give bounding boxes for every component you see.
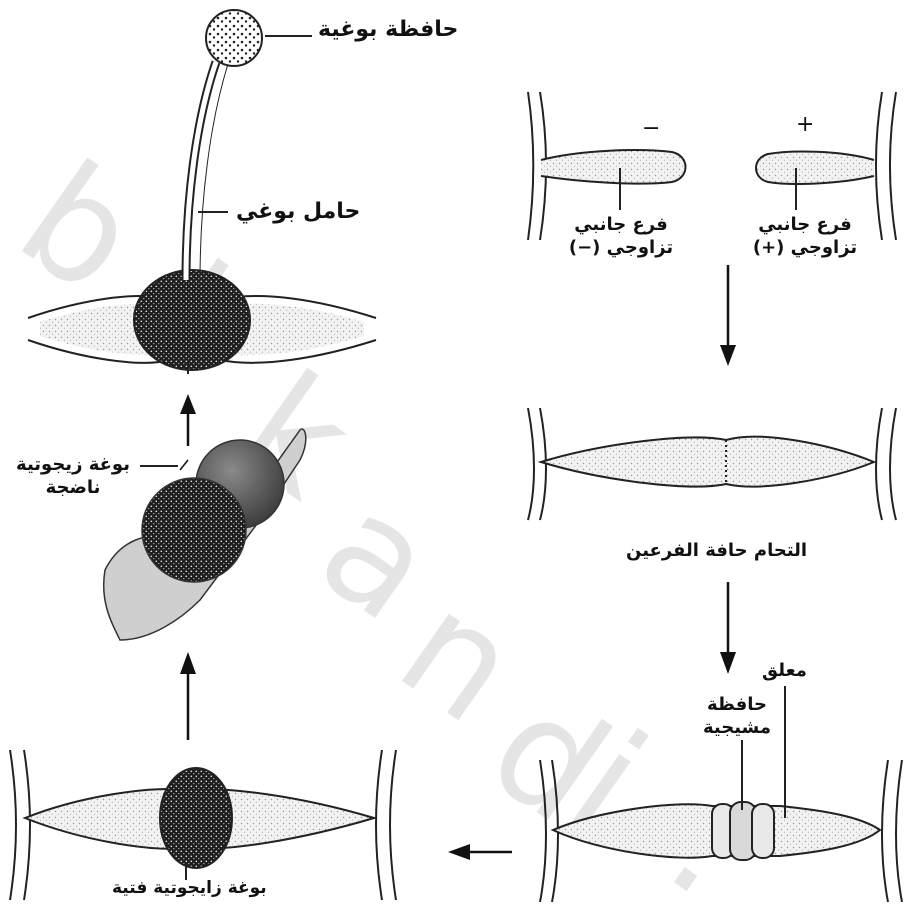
sporangium-label: حافظة بوغية — [318, 16, 458, 44]
plus-sign: + — [796, 112, 814, 137]
branch-fusion-label: التحام حافة الفرعين — [626, 540, 807, 563]
gametangium-label-line2: مشيجية — [692, 717, 782, 740]
arrow-left-icon — [448, 844, 512, 860]
plus-branch-label-line1: فرع جانبي — [740, 214, 870, 237]
arrow-up-icon — [180, 652, 196, 740]
germinating-zygospore-label-line1: بوغة زيجوتية — [8, 454, 138, 477]
young-zygospore-label: بوغة زايجوتية فتية — [112, 878, 267, 899]
minus-branch-label-line1: فرع جانبي — [556, 214, 686, 237]
arrow-down-icon — [720, 265, 736, 366]
arrow-up-icon — [180, 394, 196, 446]
germinating-zygospore-label-line2: ناضجة — [8, 477, 138, 500]
gametangium-label-line1: حافظة — [692, 694, 782, 717]
arrow-down-icon — [720, 582, 736, 674]
minus-branch-label: فرع جانبي تزاوجي (−) — [556, 214, 686, 259]
germinating-zygospore-label: بوغة زيجوتية ناضجة — [8, 454, 138, 499]
minus-branch-label-line2: تزاوجي (−) — [556, 237, 686, 260]
sporangium-figure — [28, 10, 376, 374]
sporangiophore-label: حامل بوغي — [236, 198, 360, 226]
plus-branch-label-line2: تزاوجي (+) — [740, 237, 870, 260]
minus-sign: − — [642, 116, 660, 141]
plus-branch-label: فرع جانبي تزاوجي (+) — [740, 214, 870, 259]
fused-branches-figure — [528, 408, 896, 520]
suspensor-label: معلق — [762, 660, 807, 683]
gametangium-label: حافظة مشيجية — [692, 694, 782, 739]
